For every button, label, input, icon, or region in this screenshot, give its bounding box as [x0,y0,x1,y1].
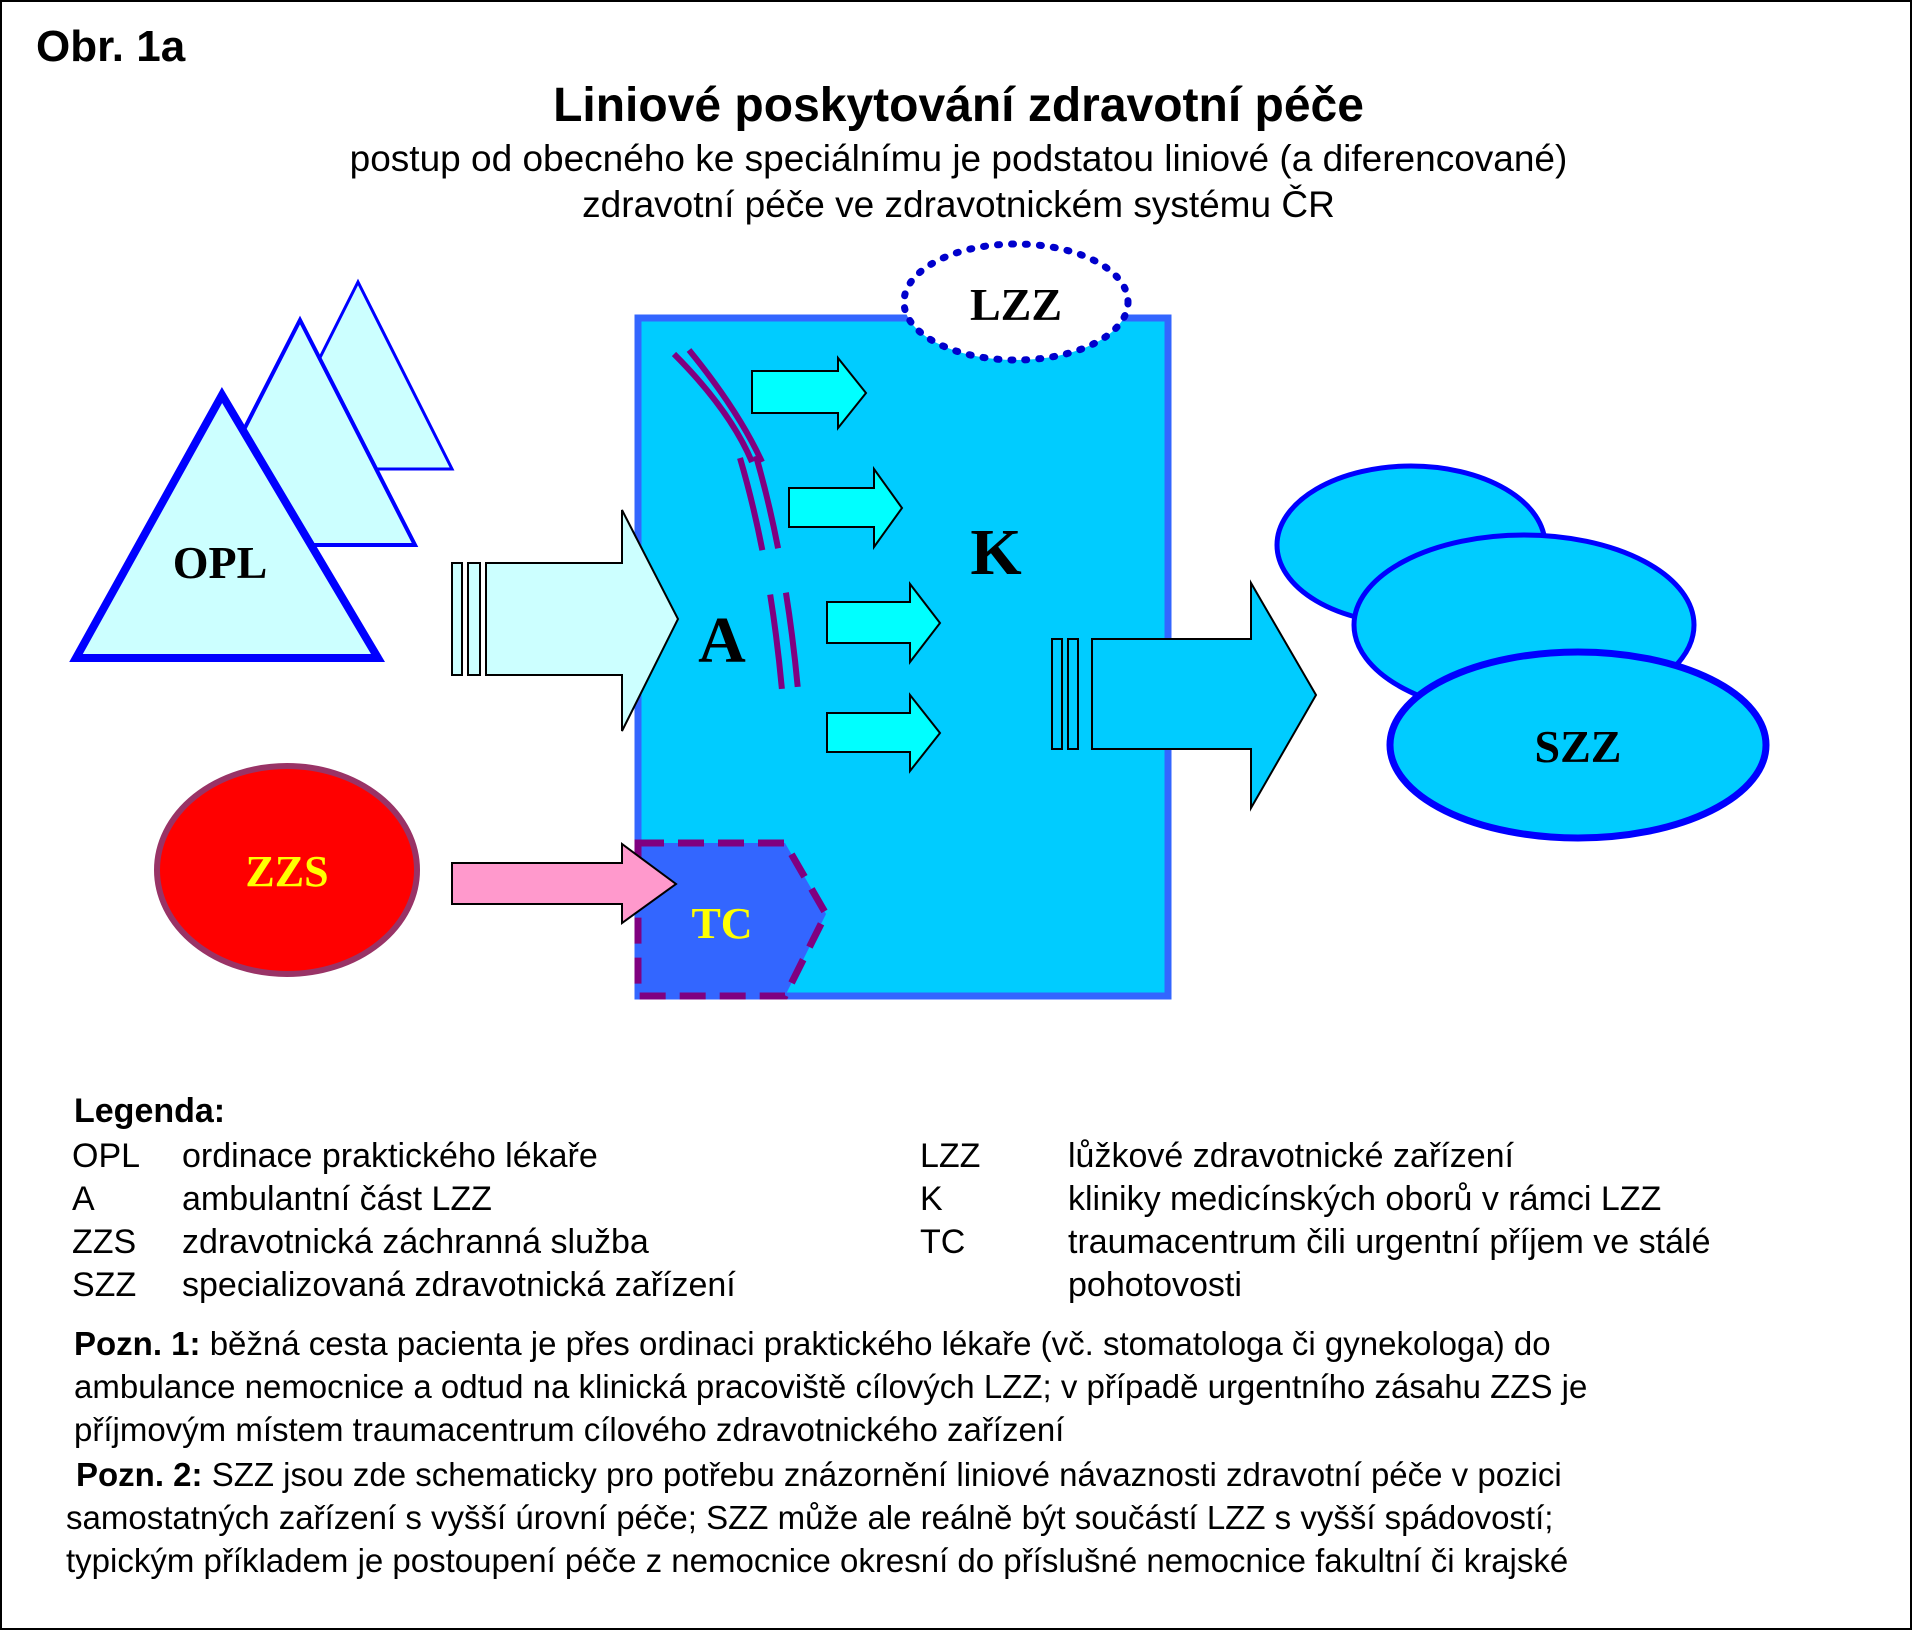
note-1-line-2: ambulance nemocnice a odtud na klinická … [74,1368,1588,1405]
szz-label: SZZ [1535,721,1622,772]
note-2-label: Pozn. 2: [76,1456,203,1493]
note-2-line-1: Pozn. 2: SZZ jsou zde schematicky pro po… [76,1456,1562,1494]
lzz-ellipse [900,240,1132,364]
diagram-title: Liniové poskytování zdravotní péče [553,79,1364,132]
legend-abbr: K [920,1180,943,1218]
legend-abbr: OPL [72,1137,141,1175]
figure-label: Obr. 1a [36,22,186,71]
note-1-line-3: příjmovým místem traumacentrum cílového … [74,1411,1065,1448]
zzs-label: ZZS [245,847,328,896]
legend-desc: specializovaná zdravotnická zařízení [182,1266,736,1304]
legend-desc: lůžkové zdravotnické zařízení [1068,1137,1514,1175]
note-1-line-1: Pozn. 1: běžná cesta pacienta je přes or… [74,1325,1551,1363]
a-to-k-arrow-1 [751,355,868,431]
a-to-k-arrow-4 [826,692,942,774]
lzz-label: LZZ [970,279,1062,330]
legend-desc: traumacentrum čili urgentní příjem ve st… [1068,1223,1711,1261]
tc-traumacentre-shape [634,839,830,1000]
legend-abbr: ZZS [72,1223,137,1261]
legend-desc: pohotovosti [1068,1266,1242,1304]
legend-abbr: LZZ [920,1137,981,1175]
legend-desc: kliniky medicínských oborů v rámci LZZ [1068,1180,1662,1218]
note-2-text: SZZ jsou zde schematicky pro potřebu zná… [211,1456,1562,1493]
ambulance-boundary-arc [671,348,801,691]
tc-label: TC [691,899,752,948]
szz-ellipse-front [1386,648,1770,842]
note-2-line-2: samostatných zařízení s vyšší úrovní péč… [66,1499,1554,1536]
opl-to-a-arrow [451,509,680,732]
a-label: A [698,604,746,677]
note-2-line-3: typickým příkladem je postoupení péče z … [66,1542,1569,1579]
legend-abbr: TC [920,1223,966,1261]
legend-title: Legenda: [74,1092,226,1130]
legend-abbr: A [72,1180,95,1218]
zzs-to-tc-arrow [451,842,678,925]
legend-abbr: SZZ [72,1266,137,1304]
k-label: K [970,516,1021,589]
opl-label: OPL [173,537,268,588]
zzs-ellipse [154,763,420,977]
note-1-label: Pozn. 1: [74,1325,201,1362]
diagram-subtitle-line-1: postup od obecného ke speciálnímu je pod… [349,138,1568,179]
opl-triangle-front [69,386,386,662]
k-to-szz-arrow [1051,579,1318,812]
a-to-k-arrow-3 [826,581,942,665]
note-1-text: běžná cesta pacienta je přes ordinaci pr… [209,1325,1551,1362]
diagram-subtitle-line-2: zdravotní péče ve zdravotnickém systému … [582,184,1335,225]
legend-desc: ordinace praktického lékaře [182,1137,598,1175]
a-to-k-arrow-2 [788,465,904,551]
legend-desc: ambulantní část LZZ [182,1180,492,1218]
legend-desc: zdravotnická záchranná služba [182,1223,649,1261]
